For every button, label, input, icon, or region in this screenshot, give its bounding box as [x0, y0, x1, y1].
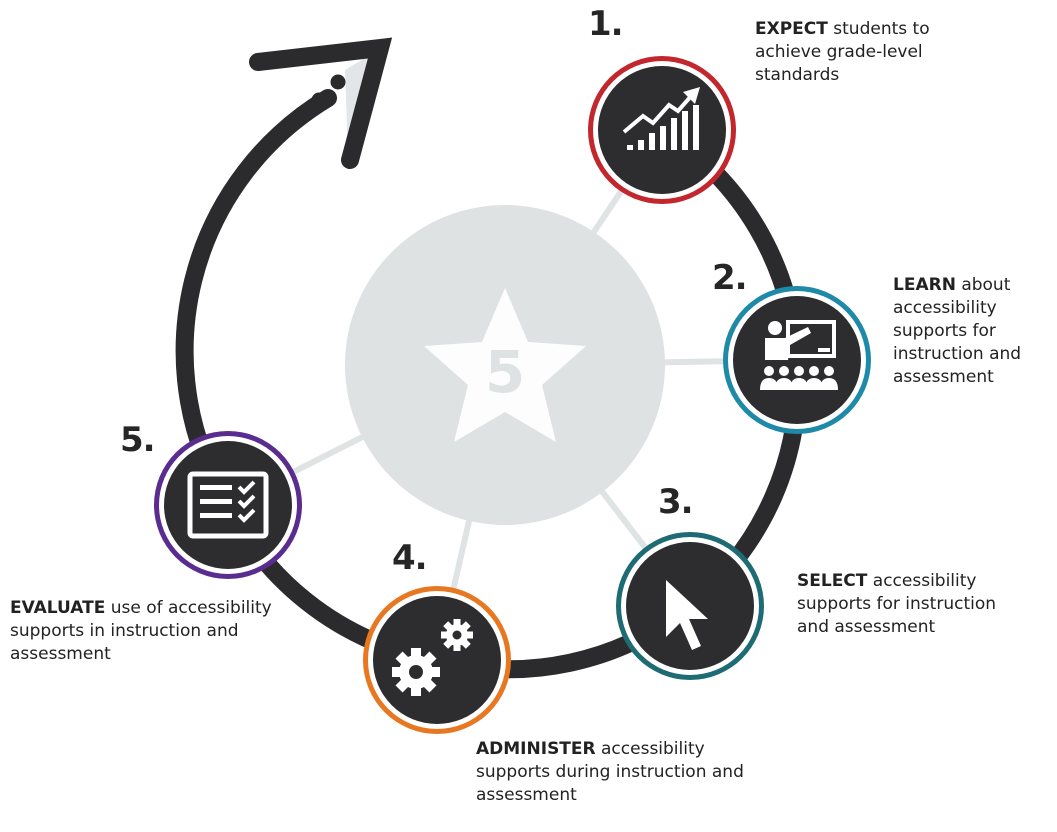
- step-3-description: SELECT accessibility supports for instru…: [797, 570, 1027, 639]
- step-5-node: [154, 431, 302, 579]
- checklist-icon: [187, 471, 269, 539]
- step-1-number: 1.: [588, 4, 624, 44]
- step-1-description: EXPECT students to achieve grade-level s…: [755, 18, 995, 87]
- step-2-keyword: LEARN: [893, 275, 956, 295]
- step-4-node: [363, 586, 511, 734]
- step-2-description: LEARN about accessibility supports for i…: [893, 274, 1053, 389]
- step-4-description: ADMINISTER accessibility supports during…: [476, 738, 766, 807]
- step-3-keyword: SELECT: [797, 571, 868, 591]
- step-2-node: [723, 286, 871, 434]
- step-5-text: use of accessibility supports in instruc…: [10, 598, 272, 664]
- step-1-node: [588, 56, 736, 204]
- step-2-number: 2.: [712, 258, 748, 298]
- center-number: 5: [485, 338, 525, 406]
- step-4-keyword: ADMINISTER: [476, 739, 596, 759]
- step-5-number: 5.: [120, 420, 156, 460]
- step-3-number: 3.: [658, 482, 694, 522]
- step-4-number: 4.: [392, 538, 428, 578]
- step-4-text: accessibility supports during instructio…: [476, 739, 744, 805]
- cursor-arrow-icon: [666, 580, 708, 650]
- arrowhead-icon: [249, 37, 393, 169]
- step-3-node: [616, 532, 764, 680]
- growth-chart-icon: [622, 87, 700, 150]
- gears-icon: [392, 619, 473, 696]
- step-1-keyword: EXPECT: [755, 19, 828, 39]
- classroom-teacher-icon: [760, 320, 838, 390]
- star-icon: [424, 288, 586, 442]
- step-5-keyword: EVALUATE: [10, 598, 106, 618]
- step-2-text: about accessibility supports for instruc…: [893, 275, 1022, 387]
- step-1-text: students to achieve grade-level standard…: [755, 19, 930, 85]
- step-5-description: EVALUATE use of accessibility supports i…: [10, 597, 280, 666]
- step-3-text: accessibility supports for instruction a…: [797, 571, 997, 637]
